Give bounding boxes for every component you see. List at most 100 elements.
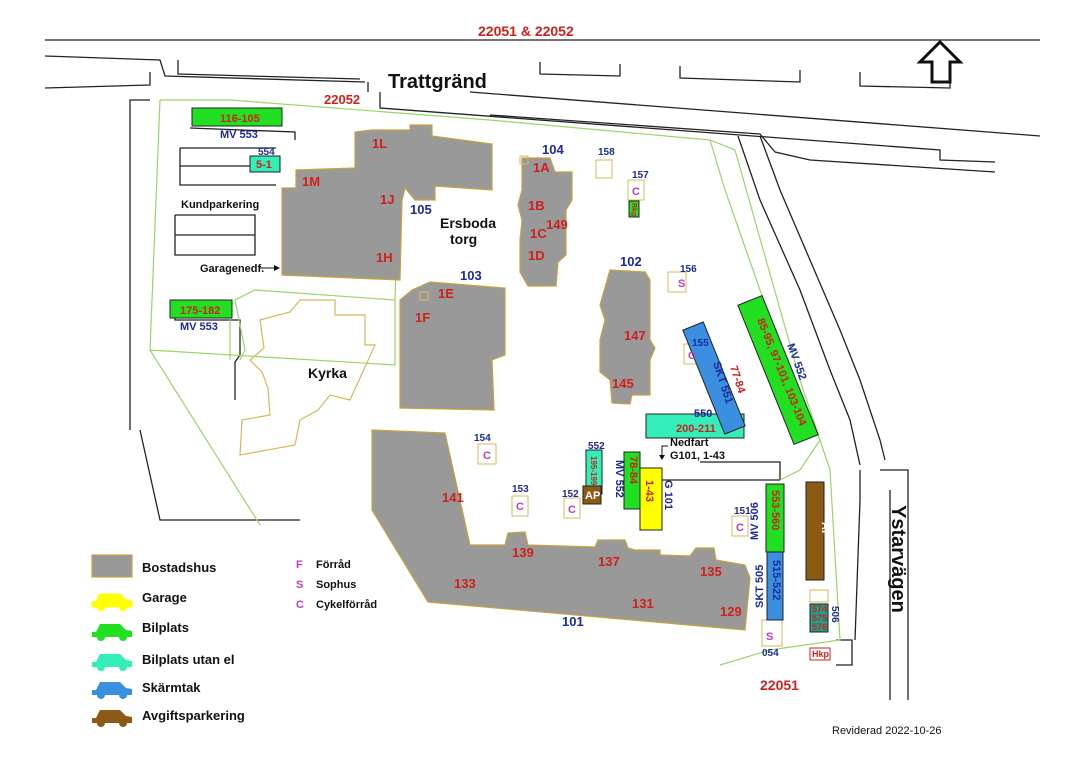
label-1B: 1B (528, 198, 545, 213)
svg-text:C: C (736, 522, 744, 534)
north-arrow-icon (916, 39, 964, 84)
building-102 (599, 269, 656, 405)
label-133: 133 (454, 576, 476, 591)
svg-text:C: C (296, 599, 304, 611)
nedfart-arrow-icon (661, 445, 668, 458)
svg-text:156: 156 (680, 264, 697, 275)
svg-text:78-84: 78-84 (627, 456, 639, 485)
label-1J: 1J (380, 192, 394, 207)
label-1C: 1C (530, 226, 547, 241)
label-147: 147 (624, 328, 646, 343)
car-icon (92, 682, 132, 699)
svg-text:575: 575 (812, 613, 827, 623)
svg-text:550: 550 (694, 408, 712, 420)
svg-text:SKT 505: SKT 505 (754, 565, 766, 608)
label-149: 149 (546, 217, 568, 232)
svg-text:MV 553: MV 553 (220, 129, 258, 141)
nedfart-label-line2: G101, 1-43 (670, 450, 725, 462)
building-103 (399, 281, 506, 411)
church-outline (239, 299, 376, 456)
label-131: 131 (632, 596, 654, 611)
svg-text:AP: AP (585, 490, 600, 502)
svg-text:G 101: G 101 (662, 480, 674, 510)
car-icon (91, 593, 133, 611)
label-1D: 1D (528, 248, 545, 263)
ersboda-label-line1: Ersboda (440, 215, 496, 231)
svg-text:515-522: 515-522 (770, 560, 782, 600)
legend: Bostadshus Garage Bilplats Bilplats utan… (142, 559, 377, 723)
svg-text:C: C (568, 504, 576, 516)
number-104: 104 (542, 142, 564, 157)
area-code-bottom: 22051 (760, 677, 799, 693)
svg-text:175-182: 175-182 (180, 305, 220, 317)
svg-text:152: 152 (562, 489, 579, 500)
svg-text:Cykelförråd: Cykelförråd (316, 599, 377, 611)
svg-text:553-560: 553-560 (769, 490, 781, 530)
svg-text:C: C (483, 450, 491, 462)
legend-swatches (91, 554, 133, 727)
svg-text:S: S (766, 631, 773, 643)
legend-label-skarmtak: Skärmtak (142, 680, 201, 695)
building-numbers: 104 105 103 102 101 (410, 142, 642, 629)
svg-text:1-43: 1-43 (643, 480, 655, 502)
svg-text:158: 158 (598, 147, 615, 158)
label-145: 145 (612, 376, 634, 391)
label-141: 141 (442, 490, 464, 505)
svg-text:151: 151 (734, 506, 751, 517)
svg-text:S: S (296, 579, 303, 591)
legend-label-bilplats-utan-el: Bilplats utan el (142, 652, 234, 667)
label-1M: 1M (302, 174, 320, 189)
svg-text:MV 553: MV 553 (180, 321, 218, 333)
label-1L: 1L (372, 136, 387, 151)
svg-text:Förråd: Förråd (316, 559, 351, 571)
label-1F: 1F (415, 310, 430, 325)
kyrka-label: Kyrka (308, 365, 347, 381)
svg-text:552: 552 (588, 441, 605, 452)
svg-text:Sophus: Sophus (316, 579, 356, 591)
label-139: 139 (512, 545, 534, 560)
label-1A: 1A (533, 160, 550, 175)
car-icon (92, 654, 132, 671)
revision-date: Reviderad 2022-10-26 (832, 725, 941, 737)
svg-text:154: 154 (474, 433, 491, 444)
svg-text:Hkp: Hkp (812, 649, 830, 659)
number-102: 102 (620, 254, 642, 269)
svg-text:C: C (632, 186, 640, 198)
area-code-left: 22052 (324, 92, 360, 107)
car-icon (92, 624, 132, 641)
roads (44, 39, 1041, 700)
svg-text:155: 155 (692, 338, 709, 349)
legend-label-garage: Garage (142, 590, 187, 605)
building-1 (281, 124, 493, 281)
legend-label-bostadshus: Bostadshus (142, 560, 216, 575)
label-129: 129 (720, 604, 742, 619)
legend-label-avgiftsparkering: Avgiftsparkering (142, 708, 245, 723)
car-icon (92, 710, 132, 727)
number-101: 101 (562, 614, 584, 629)
street-trattgrand: Trattgränd (388, 71, 487, 93)
building-104 (517, 157, 573, 287)
svg-text:554: 554 (258, 147, 275, 158)
svg-text:506: 506 (829, 606, 840, 623)
svg-text:576: 576 (812, 622, 827, 632)
svg-text:S: S (678, 278, 685, 290)
svg-text:Rkg: Rkg (630, 203, 637, 216)
label-135: 135 (700, 564, 722, 579)
legend-label-bilplats: Bilplats (142, 620, 189, 635)
number-103: 103 (460, 268, 482, 283)
label-1H: 1H (376, 250, 393, 265)
svg-text:5-1: 5-1 (256, 159, 272, 171)
svg-text:574: 574 (812, 604, 827, 614)
number-105: 105 (410, 202, 432, 217)
svg-text:AP: AP (819, 522, 831, 537)
small-building-labels: 158 157 C 156 S 155 C 154 C 153 C 152 C … (474, 147, 779, 659)
svg-text:MV 506: MV 506 (749, 502, 761, 540)
parking-spots (169, 107, 831, 661)
building-labels: 1L 1M 1J 1H 1A 1B 1C 1D 149 1E 1F 147 14… (302, 136, 742, 619)
svg-text:F: F (296, 559, 303, 571)
kundparkering-label: Kundparkering (181, 199, 259, 211)
label-1E: 1E (438, 286, 454, 301)
nedfart-label-line1: Nedfart (670, 437, 709, 449)
building-101 (371, 429, 751, 631)
